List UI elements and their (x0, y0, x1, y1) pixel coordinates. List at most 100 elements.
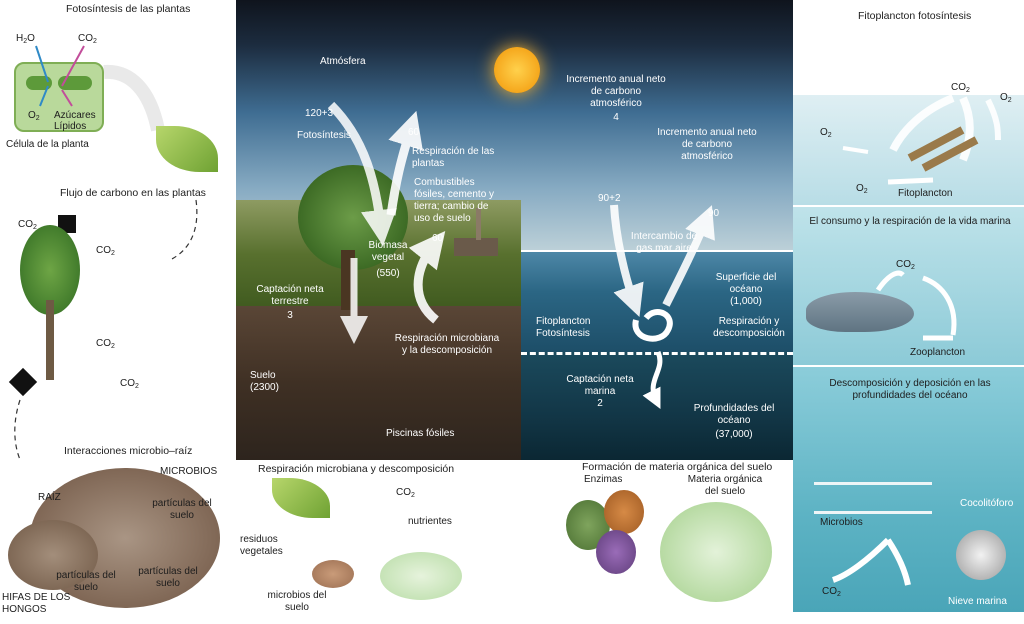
photosynthesis-arrow (327, 101, 397, 246)
microbial-respiration-label: Respiración microbiana y la descomposici… (394, 333, 500, 356)
plant-cell-icon (14, 62, 104, 132)
sun-icon (494, 47, 540, 93)
organic-matter-icon (380, 552, 462, 600)
plant-respiration-value: 60 (408, 127, 420, 138)
co2-label-tree-3: CO2 (96, 338, 115, 350)
soil-label: Suelo (250, 370, 276, 381)
o2-label-phyto-1: O2 (1000, 92, 1012, 104)
coccolithophore-icon (956, 530, 1006, 580)
marine-consumption-title: El consumo y la respiración de la vida m… (809, 216, 1011, 227)
co2-label-cell: CO2 (78, 33, 97, 45)
phytoplankton-label: Fitoplancton Fotosíntesis (536, 316, 591, 339)
respiration-decomposition-label: Respiración y descomposición (713, 316, 785, 339)
soil-aggregate-icon (8, 520, 98, 590)
phytoplankton-panel (793, 95, 1024, 205)
soil-microbes-icon (312, 560, 354, 588)
net-marine-uptake-value: 2 (597, 398, 603, 409)
factory-icon (454, 238, 498, 256)
soil-particles-label-3: partículas del suelo (138, 566, 198, 589)
co2-label-bottom: CO2 (396, 487, 415, 499)
annual-increase-label-1: Incremento anual neto de carbono atmosfé… (566, 74, 666, 109)
plant-photosynthesis-title: Fotosíntesis de las plantas (66, 3, 191, 15)
co2-label-marine: CO2 (896, 259, 915, 271)
phytoplankton-label-right: Fitoplancton (898, 188, 953, 199)
net-land-uptake-label: Captación neta terrestre (256, 284, 324, 307)
h2o-label: H2O (16, 33, 35, 45)
microbe-root-title: Interacciones microbio–raíz (64, 445, 193, 457)
soil-microbes-label: microbios del suelo (267, 590, 327, 613)
ocean-release-value: 90 (708, 208, 720, 219)
gas-exchange-label: Intercambio de gas mar aire (630, 231, 698, 254)
organic-matter-polymer-icon (660, 502, 772, 602)
chimney-icon (476, 208, 481, 240)
o2-label-phyto-2: O2 (820, 127, 832, 139)
panel-divider (793, 205, 1024, 207)
marine-consumption-panel (793, 207, 1024, 365)
ocean-uptake-value: 90+2 (598, 193, 621, 204)
organic-matter-title: Formación de materia orgánica del suelo (582, 461, 773, 473)
flux-arrows (327, 101, 715, 409)
zooplankton-label: Zooplancton (910, 347, 966, 358)
soil-value: (2300) (250, 382, 279, 393)
panel-divider (793, 365, 1024, 367)
coccolithophore-label: Cocolitóforo (960, 498, 1014, 509)
atmosphere-label: Atmósfera (320, 56, 366, 67)
biomass-label: Biomasa vegetal (368, 240, 408, 263)
o2-label-phyto-3: O2 (856, 183, 868, 195)
net-land-uptake-value: 3 (287, 310, 293, 321)
soil-organic-matter-label: Materia orgánica del suelo (687, 474, 763, 497)
microbes-label: MICROBIOS (160, 466, 218, 477)
co2-label-tree-4: CO2 (120, 378, 139, 390)
fish-icon (806, 292, 914, 332)
plant-respiration-arrow (386, 110, 423, 216)
ocean-uptake-arrow (610, 204, 644, 318)
annual-increase-label-2: Incremento anual neto de carbono atmosfé… (657, 127, 757, 162)
microbial-respiration-title: Respiración microbiana y descomposición (258, 463, 455, 475)
soil-area (236, 306, 521, 460)
enzyme-icon (596, 530, 636, 574)
deep-ocean-label: Profundidades del océano (693, 403, 775, 426)
ocean-circulation-arrow (632, 309, 673, 342)
plant-cell-label: Célula de la planta (6, 139, 89, 150)
microbial-respiration-value: 60 (432, 233, 444, 244)
nutrients-label: nutrientes (408, 516, 452, 527)
fish-skeleton-icon (814, 482, 932, 514)
plant-carbon-flow-title: Flujo de carbono en las plantas (60, 187, 206, 199)
annual-increase-value: 4 (613, 112, 619, 123)
microbes-label-ocean: Microbios (820, 517, 863, 528)
deep-ocean-decomposition-title: Descomposición y deposición en las profu… (829, 378, 991, 401)
ocean-surface-value: (1,000) (730, 296, 762, 307)
net-marine-arrow (642, 350, 663, 409)
biomass-value: (550) (376, 268, 400, 279)
plant-residues-label: residuos vegetales (240, 534, 283, 557)
net-marine-uptake-label: Captación neta marina (566, 374, 634, 397)
plant-respiration-label: Respiración de las plantas (412, 146, 495, 169)
fossil-fuels-label: Combustibles fósiles, cemento y tierra; … (414, 177, 495, 224)
co2-label-tree-1: CO2 (18, 219, 37, 231)
microbial-respiration-arrow (408, 230, 446, 324)
co2-label-ocean: CO2 (822, 586, 841, 598)
tree-trunk-icon (46, 300, 54, 380)
left-arrows (14, 45, 198, 460)
lipids-label: Lípidos (54, 121, 87, 132)
right-arrows (831, 94, 1001, 586)
photosynthesis-value: 120+3 (305, 108, 334, 119)
marine-snow-label: Nieve marina (948, 596, 1007, 607)
enzyme-icon (604, 490, 644, 534)
photosynthesis-label: Fotosíntesis (297, 130, 351, 141)
chloroplast-icon (26, 76, 52, 90)
o2-label-cell: O2 (28, 110, 40, 122)
fungal-hyphae-label: HIFAS DE LOS HONGOS (2, 592, 71, 615)
co2-label-phyto: CO2 (951, 82, 970, 94)
carbon-cycle-diagram: Atmósfera 120+3 Fotosíntesis 60 Respirac… (236, 0, 793, 460)
soil-particles-label-2: partículas del suelo (56, 570, 116, 593)
leaf-icon (272, 478, 330, 518)
ocean-surface-label: Superficie del océano (715, 272, 777, 295)
fossil-pools-label: Piscinas fósiles (386, 428, 455, 439)
ocean-release-arrow (662, 205, 715, 307)
enzymes-label: Enzimas (584, 474, 623, 485)
deep-ocean-value: (37,000) (715, 429, 753, 440)
root-label: RAÍZ (38, 492, 61, 503)
soil-particles-label-1: partículas del suelo (152, 498, 212, 521)
sugars-label: Azúcares (54, 110, 96, 121)
